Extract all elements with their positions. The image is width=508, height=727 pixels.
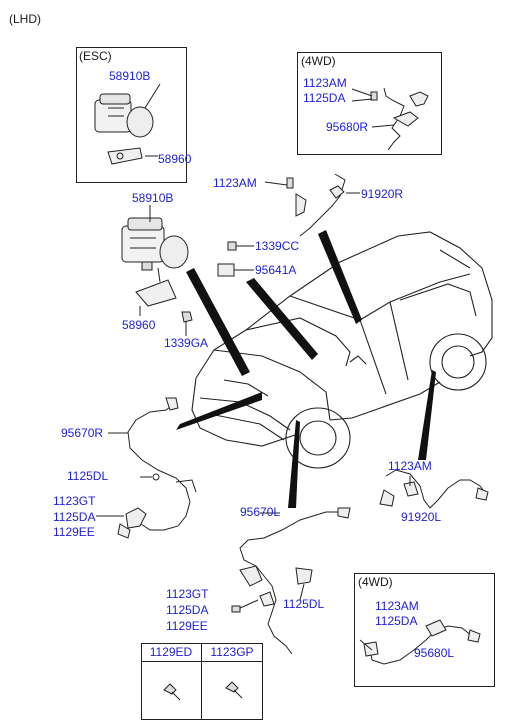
callout-1129ee-lower[interactable]: 1129EE [166, 619, 208, 633]
wd4-box-top [297, 52, 442, 155]
hecu-modulator-icon [121, 205, 189, 271]
fastener-header-1123gp[interactable]: 1123GP [210, 645, 254, 659]
callout-58960[interactable]: 58960 [122, 318, 156, 332]
callout-91920r[interactable]: 91920R [361, 187, 404, 201]
suv-body-icon [191, 231, 493, 469]
front-left-lower-harness-icon [231, 507, 351, 655]
callout-1129ee-upper[interactable]: 1129EE [53, 525, 95, 539]
variant-label: (LHD) [9, 12, 41, 26]
callout-58910b[interactable]: 58910B [132, 191, 174, 205]
callout-1125dl-lower[interactable]: 1125DL [283, 597, 325, 611]
callout-1339cc[interactable]: 1339CC [255, 239, 300, 253]
rear-right-4wd-sensor-icon [351, 87, 429, 151]
callout-95641a[interactable]: 95641A [255, 263, 297, 277]
esc-part-58960[interactable]: 58960 [158, 152, 192, 166]
fastener-header-1129ed[interactable]: 1129ED [149, 645, 193, 659]
esc-part-58910b[interactable]: 58910B [109, 69, 151, 83]
callout-1123am-front-right[interactable]: 1123AM [213, 176, 257, 190]
yaw-sensor-icon [217, 241, 254, 277]
wd4-top-part-1123am[interactable]: 1123AM [303, 76, 347, 90]
wd4-bottom-part-95680l[interactable]: 95680L [414, 646, 455, 660]
wd4-top-part-1125da[interactable]: 1125DA [303, 91, 346, 105]
pointer-wedges [176, 230, 436, 508]
wd4-box-bottom [354, 573, 495, 687]
esc-bracket-icon [107, 147, 158, 165]
callout-1123gt-lower[interactable]: 1123GT [166, 587, 209, 601]
hecu-bracket-icon [135, 267, 193, 336]
esc-abs-modulator-icon [94, 83, 161, 138]
wd4-bottom-part-1125da[interactable]: 1125DA [375, 614, 418, 628]
wd4-box-top-title: (4WD) [301, 54, 336, 68]
rear-left-wheel-sensor-icon [379, 469, 489, 509]
front-left-wheel-sensor-harness-icon [96, 397, 197, 539]
wd4-top-part-95680r[interactable]: 95680R [326, 120, 369, 134]
callout-1125da-lower[interactable]: 1125DA [166, 603, 209, 617]
front-right-wheel-sensor-icon [264, 173, 360, 237]
fastener-table [141, 643, 263, 720]
wd4-box-bottom-title: (4WD) [358, 575, 393, 589]
bolt-1123gp-icon [225, 681, 243, 699]
callout-95670r[interactable]: 95670R [61, 426, 104, 440]
callout-1125da-upper[interactable]: 1125DA [53, 510, 96, 524]
callout-1339ga[interactable]: 1339GA [164, 336, 209, 350]
fastener-table-column-divider [201, 643, 202, 719]
bolt-1129ed-icon [163, 683, 181, 701]
front-left-4wd-sensor-icon [359, 619, 481, 665]
wd4-bottom-part-1123am[interactable]: 1123AM [375, 599, 419, 613]
esc-box-title: (ESC) [79, 49, 112, 63]
callout-1123am-rear-left[interactable]: 1123AM [388, 459, 432, 473]
esc-box [76, 47, 187, 183]
callout-1125dl-upper[interactable]: 1125DL [67, 469, 109, 483]
callout-91920l[interactable]: 91920L [401, 510, 442, 524]
callout-95670l[interactable]: 95670L [240, 505, 281, 519]
callout-1123gt-upper[interactable]: 1123GT [53, 494, 96, 508]
